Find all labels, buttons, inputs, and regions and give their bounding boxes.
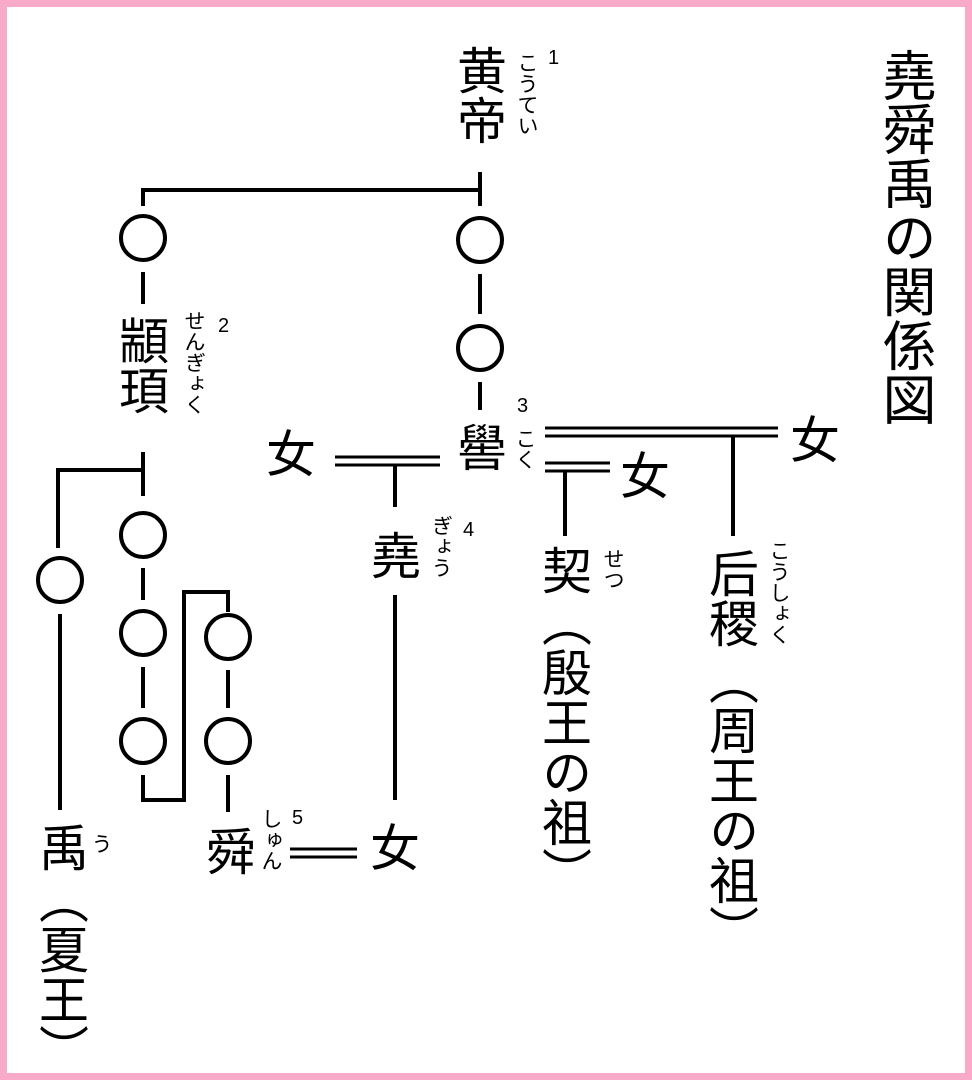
person-xie: 契 [534, 545, 592, 595]
reading-yu: う [89, 833, 113, 854]
unknown-person-circle [204, 717, 252, 765]
person-huangdi: 黄帝 [449, 45, 507, 145]
reading-ku: こく [513, 428, 537, 470]
person-yao: 堯 [363, 530, 421, 580]
reading-yao: ぎょう [429, 515, 453, 578]
person-ku: 嚳 [449, 422, 507, 472]
unknown-person-circle [456, 324, 504, 372]
note-houji: （周王の祖） [701, 655, 759, 955]
reading-houji: こうしょく [767, 540, 791, 645]
number-shun: 5 [292, 807, 304, 829]
woman-yao-daughter: 女 [370, 820, 420, 878]
unknown-person-circle [456, 216, 504, 264]
unknown-person-circle [204, 613, 252, 661]
unknown-person-circle [119, 214, 167, 262]
person-zhuanxu: 顓頊 [111, 315, 169, 415]
unknown-person-circle [119, 511, 167, 559]
woman-ku-wife-1: 女 [266, 426, 316, 484]
number-ku: 3 [517, 395, 529, 417]
line [141, 590, 230, 802]
note-xie: （殷王の祖） [534, 597, 592, 897]
reading-huangdi: こうてい [515, 52, 539, 136]
reading-shun: しゅん [259, 808, 283, 871]
number-yao: 4 [463, 519, 475, 541]
reading-xie: せつ [601, 548, 625, 590]
unknown-person-circle [119, 609, 167, 657]
person-houji: 后稷 [701, 548, 759, 648]
number-huangdi: 1 [548, 47, 560, 69]
woman-ku-wife-3: 女 [790, 412, 840, 470]
woman-ku-wife-2: 女 [620, 448, 670, 506]
unknown-person-circle [119, 717, 167, 765]
person-yu: 禹 [31, 822, 89, 872]
person-shun: 舜 [198, 826, 256, 876]
page-title: 堯舜禹の関係図 [873, 48, 936, 426]
number-zhuanxu: 2 [218, 315, 230, 337]
note-yu: （夏王） [31, 874, 89, 1074]
reading-zhuanxu: せんぎょく [182, 310, 206, 415]
unknown-person-circle [36, 556, 84, 604]
